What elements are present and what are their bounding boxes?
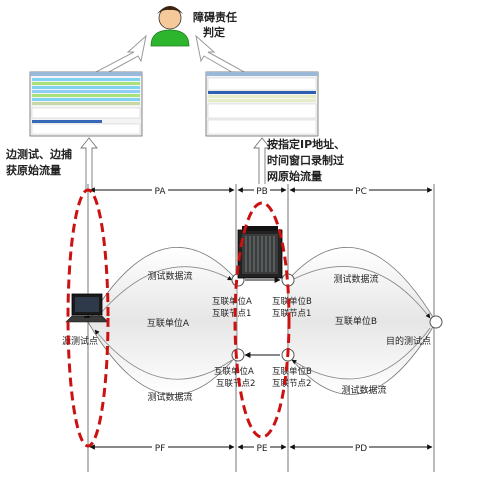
segment-pd-label: PD	[355, 444, 367, 454]
segment-pb-label: PB	[256, 187, 268, 197]
node-a2	[231, 348, 245, 362]
unit-a-lens	[87, 246, 238, 395]
left-caption-line1: 边测试、边捕	[5, 147, 72, 161]
node-a1-line2: 互联节点1	[212, 309, 251, 319]
left-caption-line2: 获原始流量	[6, 163, 61, 177]
source-point-label: 源测试点	[62, 335, 98, 347]
unit-b-label: 互联单位B	[335, 315, 377, 327]
right-capture-screenshot	[205, 71, 319, 137]
node-b1-line2: 互联节点1	[272, 309, 311, 319]
right-caption-line2: 时间窗口录制过	[267, 153, 344, 167]
segment-pe-label: PE	[256, 444, 267, 454]
segment-pa-label: PA	[154, 187, 166, 197]
header-title-line1: 障碍责任	[193, 10, 237, 24]
node-a2-line1: 互联单位A	[214, 366, 254, 377]
segment-pc-label: PC	[355, 187, 367, 197]
right-caption-line1: 按指定IP地址、	[267, 137, 345, 151]
segment-pb-bg	[254, 184, 270, 196]
segment-pa-bg	[152, 184, 168, 196]
laptop-icon	[65, 293, 109, 323]
right-caption-line3: 网原始流量	[267, 169, 322, 183]
segment-pf-label: PF	[155, 444, 166, 454]
interconnect-arrows	[244, 277, 281, 358]
node-a1-line1: 互联单位A	[212, 296, 252, 307]
hollow-arrow-up-left	[80, 137, 98, 191]
flow-right-upper: 测试数据流	[333, 273, 378, 285]
server-rack-icon	[237, 226, 283, 279]
segment-pd-bg	[353, 441, 369, 453]
segment-pf-bg	[152, 441, 168, 453]
person-icon	[150, 6, 190, 47]
destination-point-label: 目的测试点	[386, 335, 431, 347]
flow-left-lower: 测试数据流	[147, 391, 192, 403]
node-a2-line2: 互联节点2	[216, 379, 255, 389]
node-b1-line1: 互联单位B	[272, 296, 312, 307]
left-capture-screenshot	[29, 71, 143, 137]
node-b2-line1: 互联单位B	[272, 366, 312, 377]
capture-ellipse-middle	[233, 201, 291, 439]
flow-right-lower: 测试数据流	[341, 384, 386, 396]
segment-pe-bg	[254, 441, 270, 453]
flow-left-upper: 测试数据流	[147, 270, 192, 282]
destination-node	[429, 315, 443, 329]
header-title-line2: 判定	[203, 25, 225, 39]
unit-a-label: 互联单位A	[147, 317, 190, 329]
node-b2-line2: 互联节点2	[272, 379, 311, 389]
capture-ellipse-left	[66, 188, 110, 448]
segment-pc-bg	[353, 184, 369, 196]
